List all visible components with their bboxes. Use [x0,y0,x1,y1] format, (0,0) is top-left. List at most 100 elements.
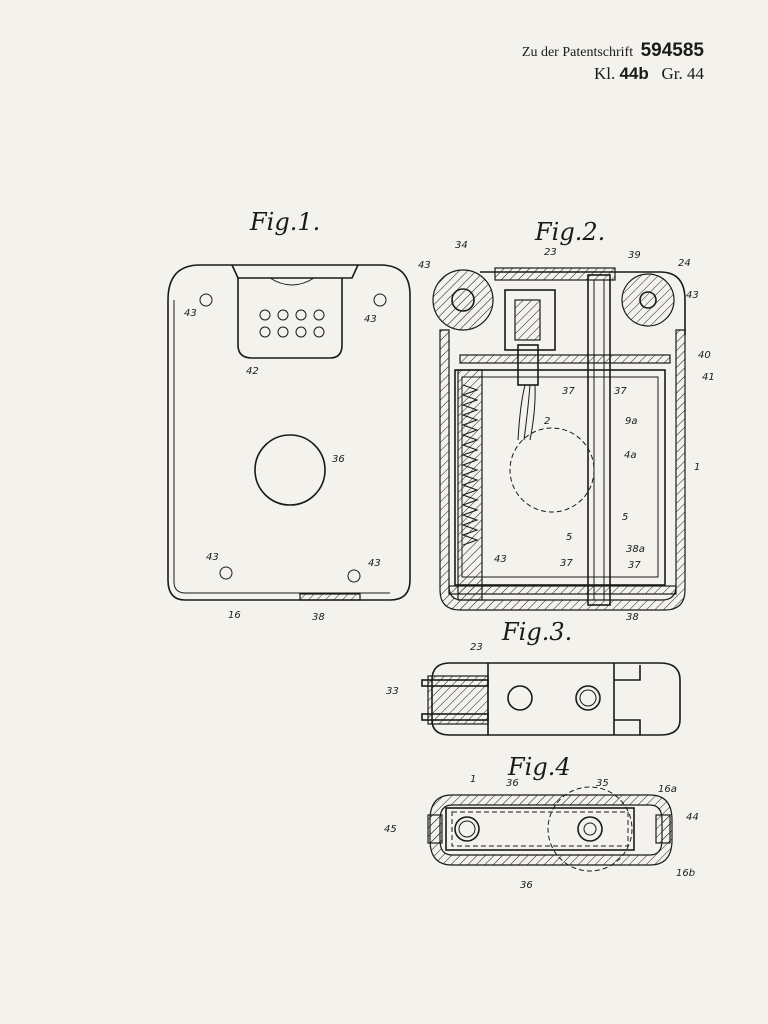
class-value: 44b [619,64,649,83]
fig3-wheel-rim [421,679,489,687]
fig4-hole [577,816,603,842]
fig2-ref: 40 [698,350,711,361]
class-label: Kl. [593,64,616,83]
fig4-ref: 35 [596,778,609,789]
fig4-end-cap [655,814,671,844]
patent-number: 594585 [640,40,704,61]
fig1-lid-arc [269,277,315,286]
fig2-ref: 4a [624,450,637,461]
figure-3-title: Fig.3. [501,618,572,646]
fig2-wick-holder [504,289,556,351]
fig4-ref: 44 [686,812,699,823]
fig4-ref: 36 [506,778,519,789]
fig2-ref: 37 [628,560,641,571]
fig2-wick-fibers [517,384,536,441]
fig2-ref: 9a [625,416,638,427]
fig2-ref: 2 [544,416,550,427]
fig2-ref: 37 [562,386,575,397]
fig1-screw-hole [199,293,213,307]
fig2-roller-right [621,273,675,327]
fig2-hidden-disk [509,427,595,513]
fig3-hole [575,685,601,711]
fig2-roller-hub [639,291,657,309]
fig3-hinge [614,665,641,735]
fig1-lid-top [231,264,359,279]
fig3-housing [431,662,681,736]
figure-2-title: Fig.2. [534,218,605,246]
patent-reference-prefix: Zu der Patentschrift [521,45,634,60]
fig1-ref: 43 [368,558,381,569]
fig3-hole-inner [579,689,597,707]
figure-1-title: Fig.1. [249,208,320,236]
figure-4-title: Fig.4 [507,753,571,781]
fig1-ref: 43 [184,308,197,319]
fig4-ref: 1 [470,774,476,785]
fig2-roller-hub [451,288,475,312]
fig2-ref: 37 [614,386,627,397]
fig2-ref: 38 [626,612,639,623]
fig2-ref: 38a [626,544,645,555]
fig3-striker-wheel [427,675,489,725]
fig4-ref: 16b [676,868,695,879]
fig4-hole-inner [458,820,476,838]
fig4-hole-inner [583,822,597,836]
group-value: 44 [687,64,704,83]
fig1-striker-strip [299,593,361,601]
fig4-inner [451,811,629,847]
fig2-base-plate [448,585,677,595]
fig1-screw-hole [373,293,387,307]
fig1-ref: 38 [312,612,325,623]
fig3-hole [507,685,533,711]
fig2-flint-channel [587,274,611,606]
fig2-ref: 43 [418,260,431,271]
fig1-ref: 43 [364,314,377,325]
figure-3: Fig.3. 23 33 [386,618,681,736]
fig4-ref: 16a [658,784,677,795]
fig3-ref: 33 [386,686,399,697]
fig4-casing [429,794,673,866]
fig1-screw-hole [347,569,361,583]
fig4-hole [454,816,480,842]
fig3-ref: 23 [470,642,483,653]
fig4-end-cap [427,814,443,844]
patent-reference-line: Zu der Patentschrift 594585 [522,40,704,62]
fig2-ref: 41 [702,372,715,383]
fig1-inner-edge [173,300,390,594]
fig2-coil-spring [461,384,479,546]
fig4-hidden-disk [547,786,633,872]
fig2-top-outline [480,271,686,335]
fig2-ref: 39 [628,250,641,261]
figure-4: Fig.4 1 36 35 16a 45 44 36 16b [384,753,699,891]
fig4-ref: 45 [384,824,397,835]
fig2-ref: 37 [560,558,573,569]
fig4-ref: 36 [520,880,533,891]
fig2-ref: 34 [455,240,468,251]
fig2-cover-plate [459,354,671,364]
fig1-ref: 43 [206,552,219,563]
fig2-ref: 43 [686,290,699,301]
fig2-burner [517,344,539,386]
fig3-wheel-rim [421,713,489,721]
fig1-screw-hole [219,566,233,580]
fig2-ref: 24 [678,258,691,269]
fig1-center-disk [254,434,326,506]
fig2-roller-left [432,269,494,331]
fig2-wick-tube [514,299,541,341]
classification-line: Kl. 44b Gr. 44 [594,64,704,84]
fig2-ref: 5 [566,532,572,543]
fig2-ref: 23 [544,247,557,258]
fig1-ref: 36 [332,454,345,465]
fig2-fuel-tank [454,369,666,586]
fig1-ref: 42 [246,366,259,377]
fig2-lid-bar [494,267,616,281]
fig2-outer-casing [439,329,686,611]
fig2-ref: 1 [694,462,700,473]
fig2-ref: 43 [494,554,507,565]
fig2-ref: 5 [622,512,628,523]
fig1-ref: 16 [228,610,241,621]
fig1-housing-outline [167,264,411,601]
figure-1: Fig.1. 43 43 42 36 43 43 16 38 [167,208,411,623]
group-label: Gr. [661,64,683,83]
fig4-tank [445,807,635,851]
